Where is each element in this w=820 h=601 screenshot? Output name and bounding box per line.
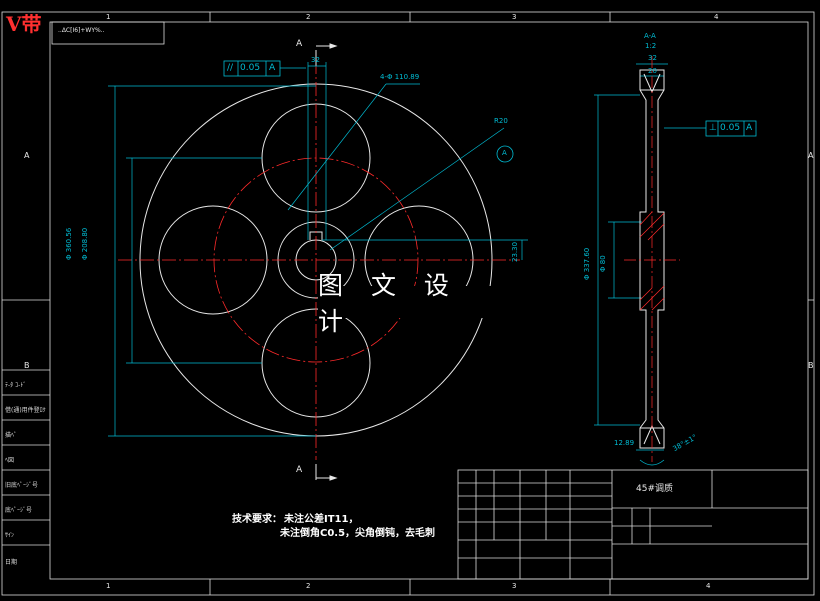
- section-mark-bottom: A: [296, 465, 303, 475]
- dim-sec-bottom: 12.89: [614, 439, 635, 447]
- border-number-bottom-1: 1: [106, 582, 111, 590]
- dim-holes: 4-Φ 110.89: [380, 73, 420, 81]
- dim-sec-outer: Φ 337.60: [583, 247, 591, 280]
- section-title: A-A: [644, 32, 656, 40]
- parallel-value: 0.05: [240, 63, 261, 73]
- tolerance-perp-frame: [705, 120, 757, 137]
- side-label-7: ｻｲﾝ: [5, 532, 15, 539]
- title-block: [457, 469, 809, 580]
- code-box-text: ..ΔC[I6]+WY%..: [58, 27, 105, 34]
- section-mark-top: A: [296, 39, 303, 49]
- center-lines: [118, 60, 520, 460]
- parallel-symbol: //: [227, 63, 234, 73]
- border-number-top-1: 1: [106, 13, 111, 21]
- border-number-bottom-2: 2: [306, 582, 311, 590]
- tech-req-line1: 未注公差IT11，: [284, 514, 359, 525]
- dim-sec-bore: Φ 80: [599, 255, 607, 272]
- dim-sec-groove: 20: [648, 67, 657, 75]
- perp-symbol: ⊥: [709, 123, 717, 133]
- side-label-1: ﾃ-ﾀ ｺ-ﾄﾞ: [5, 382, 27, 389]
- side-label-2: 借(通)用件登ﾛｸ: [5, 407, 46, 414]
- dim-outer-dia: Φ 360.56: [65, 227, 73, 260]
- border-number-top-4: 4: [714, 13, 719, 21]
- border-letter-left-b: B: [24, 361, 30, 370]
- frame: [1, 11, 815, 596]
- border-number-top-2: 2: [306, 13, 311, 21]
- dim-top-width: 32: [311, 56, 320, 64]
- border-number-bottom-3: 3: [512, 582, 517, 590]
- section-scale: 1:2: [645, 42, 657, 50]
- dim-radius: R20: [494, 117, 508, 125]
- parallel-datum: A: [269, 63, 276, 73]
- side-label-6: 底ﾍﾟｰｼﾞ号: [5, 507, 33, 514]
- drawing-title: V带: [6, 12, 42, 36]
- tech-req-title: 技术要求：: [232, 514, 282, 525]
- material-label: 45#调质: [636, 484, 673, 494]
- border-letter-right-a: A: [808, 151, 814, 160]
- tolerance-parallel-frame: [223, 60, 281, 77]
- border-number-bottom-4: 4: [706, 582, 711, 590]
- section-centerline: [624, 56, 680, 462]
- side-label-4: ﾍ図: [5, 457, 15, 464]
- datum-circle-label: A: [502, 149, 507, 157]
- perp-value: 0.05: [720, 123, 741, 133]
- dim-pitch-dia: Φ 208.80: [81, 227, 89, 260]
- dim-key-height: 23.30: [511, 241, 519, 262]
- dim-sec-width: 32: [648, 54, 657, 62]
- border-letter-left-a: A: [24, 151, 30, 160]
- watermark-text: 图 文 设 计: [318, 271, 500, 336]
- border-letter-right-b: B: [808, 361, 814, 370]
- side-label-8: 日期: [5, 559, 18, 566]
- side-label-5: 旧底ﾍﾟｰｼﾞ号: [5, 482, 39, 489]
- section-cut-line: [315, 43, 338, 481]
- perp-datum: A: [746, 123, 753, 133]
- dimension-lines: [108, 62, 706, 466]
- datum-circle: [496, 145, 514, 163]
- border-number-top-3: 3: [512, 13, 517, 21]
- side-label-3: 描ﾍﾟ: [5, 432, 18, 439]
- tech-req-line2: 未注倒角C0.5，尖角倒钝，去毛刺: [280, 528, 436, 539]
